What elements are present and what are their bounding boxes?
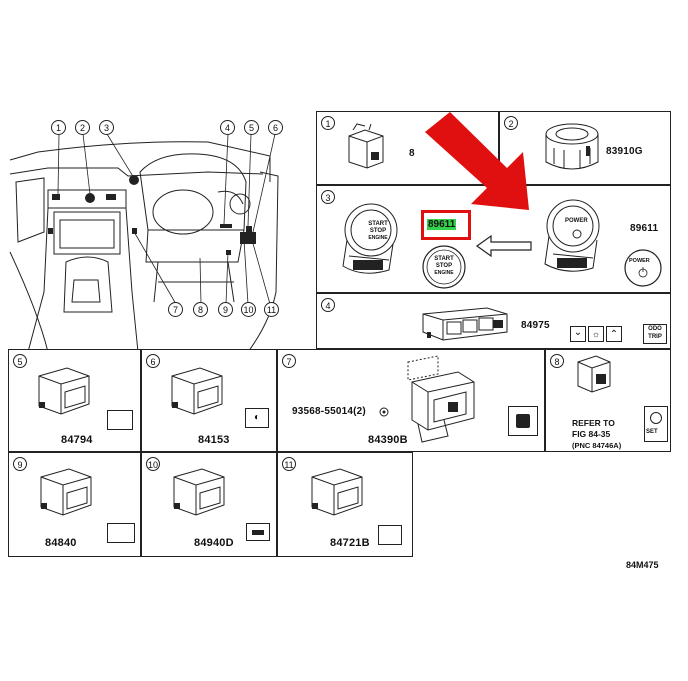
parking-brake-switch-illustration bbox=[407, 355, 475, 443]
chevron-down-icon: ⌄ bbox=[570, 326, 586, 342]
dashboard-drawing bbox=[9, 133, 279, 353]
overview-callout-6: 6 bbox=[268, 120, 283, 135]
refer-line-3: (PNC 84746A) bbox=[572, 441, 622, 450]
start-stop-button-face bbox=[422, 245, 466, 289]
panel-5: 5 84794 bbox=[8, 349, 141, 452]
power-button-face-label: POWER bbox=[629, 258, 650, 264]
dashboard-overview: 1 2 3 4 5 6 7 8 9 10 11 bbox=[8, 112, 308, 353]
overview-callout-8: 8 bbox=[193, 302, 208, 317]
panel-8-index: 8 bbox=[550, 354, 564, 368]
panel-2: 2 83910G bbox=[499, 111, 671, 185]
chevron-up-icon: ⌃ bbox=[606, 326, 622, 342]
red-pointer-arrow-icon bbox=[425, 112, 529, 210]
switch-illustration-5 bbox=[38, 367, 90, 415]
switch-illustration-6 bbox=[171, 367, 223, 415]
panel-11-index: 11 bbox=[282, 457, 296, 471]
power-switch-illustration bbox=[544, 199, 600, 272]
panel-7-bolt-part-number: 93568-55014(2) bbox=[292, 406, 366, 417]
refer-text: REFER TO FIG 84-35 (PNC 84746A) bbox=[572, 418, 621, 451]
switch-illustration-9 bbox=[40, 468, 92, 516]
start-stop-switch-illustration bbox=[342, 203, 398, 274]
panel-6-index: 6 bbox=[146, 354, 160, 368]
panel-2-part-number: 83910G bbox=[606, 146, 643, 157]
power-button-label-large: POWER bbox=[565, 218, 588, 224]
trip-label: TRIP bbox=[648, 334, 662, 340]
panel-11: 11 84721B bbox=[277, 452, 413, 557]
set-button-icon: SET bbox=[644, 406, 668, 442]
panel-5-part-number: 84794 bbox=[61, 434, 93, 446]
panel-8: 8 REFER TO FIG 84-35 (PNC 84746A) SET bbox=[545, 349, 671, 452]
overview-callout-10: 10 bbox=[241, 302, 256, 317]
face-text-line-1: START bbox=[434, 256, 454, 262]
panel-7-index: 7 bbox=[282, 354, 296, 368]
panel-4: 4 84975 ⌄ ☼ ⌃ ODO TRIP bbox=[316, 293, 671, 349]
highlighted-part-number: 89611 bbox=[427, 219, 457, 230]
switch-illustration-11 bbox=[311, 468, 363, 516]
panel-1-part-number: 8 bbox=[409, 148, 415, 159]
panel-5-index: 5 bbox=[13, 354, 27, 368]
left-arrow-icon bbox=[475, 234, 532, 258]
face-text-line-3: ENGINE bbox=[434, 270, 454, 276]
panel-4-index: 4 bbox=[321, 298, 335, 312]
set-button-circle bbox=[650, 412, 662, 424]
overview-callout-7: 7 bbox=[168, 302, 183, 317]
set-label: SET bbox=[646, 429, 658, 435]
overview-callout-3: 3 bbox=[99, 120, 114, 135]
panel-9-index: 9 bbox=[13, 457, 27, 471]
switch-illustration-8 bbox=[577, 355, 611, 393]
panel-7-part-number: 84390B bbox=[368, 434, 408, 446]
overview-callout-5: 5 bbox=[244, 120, 259, 135]
panel-4-part-number: 84975 bbox=[521, 320, 550, 331]
panel-6-part-number: 84153 bbox=[198, 434, 230, 446]
parking-brake-icon bbox=[508, 406, 538, 436]
panel-3-part-number-right: 89611 bbox=[630, 223, 659, 234]
highlight-box bbox=[421, 210, 471, 240]
button-text-line-3: ENGINE bbox=[368, 235, 388, 241]
panel-1-index: 1 bbox=[321, 116, 335, 130]
face-text-line-2: STOP bbox=[435, 263, 453, 269]
odo-label: ODO bbox=[648, 326, 662, 332]
refer-line-1: REFER TO bbox=[572, 418, 615, 428]
wiper-icon-5 bbox=[107, 410, 133, 430]
panel-10: 10 84940D bbox=[141, 452, 277, 557]
headlight-icon-6: ◐ bbox=[245, 408, 269, 428]
overview-callout-11: 11 bbox=[264, 302, 279, 317]
overview-callout-2: 2 bbox=[75, 120, 90, 135]
power-button-face bbox=[624, 249, 662, 287]
panel-6: 6 ◐ 84153 bbox=[141, 349, 277, 452]
panel-9: 9 84840 bbox=[8, 452, 141, 557]
dimmer-icon: ☼ bbox=[588, 326, 604, 342]
start-stop-button-left: START STOP ENGINE bbox=[358, 221, 398, 242]
odo-trip-icon: ODO TRIP bbox=[643, 324, 667, 344]
panel-3-index: 3 bbox=[321, 190, 335, 204]
switch-illustration-10 bbox=[173, 468, 225, 516]
panel-10-index: 10 bbox=[146, 457, 160, 471]
diagram-code: 84M475 bbox=[626, 560, 659, 570]
panel-10-part-number: 84940D bbox=[194, 537, 234, 549]
panel-2-index: 2 bbox=[504, 116, 518, 130]
overview-callout-9: 9 bbox=[218, 302, 233, 317]
overview-callout-4: 4 bbox=[220, 120, 235, 135]
panel-9-part-number: 84840 bbox=[45, 537, 77, 549]
bolt-icon bbox=[379, 407, 389, 417]
overview-callout-1: 1 bbox=[51, 120, 66, 135]
ignition-switch-illustration bbox=[545, 123, 599, 170]
refer-line-2: FIG 84-35 bbox=[572, 429, 611, 439]
start-stop-button-face-text: START STOP ENGINE bbox=[424, 256, 464, 277]
mirror-icon-11 bbox=[378, 525, 402, 545]
button-text-line-2: STOP bbox=[369, 228, 387, 234]
switch-connector-illustration bbox=[348, 123, 384, 169]
multi-switch-illustration bbox=[422, 307, 508, 341]
button-text-line-1: START bbox=[368, 221, 388, 227]
trunk-icon-9 bbox=[107, 523, 135, 543]
panel-11-part-number: 84721B bbox=[330, 537, 370, 549]
panel-7: 7 93568-55014(2) 84390B bbox=[277, 349, 545, 452]
seat-icon-10 bbox=[246, 523, 270, 541]
